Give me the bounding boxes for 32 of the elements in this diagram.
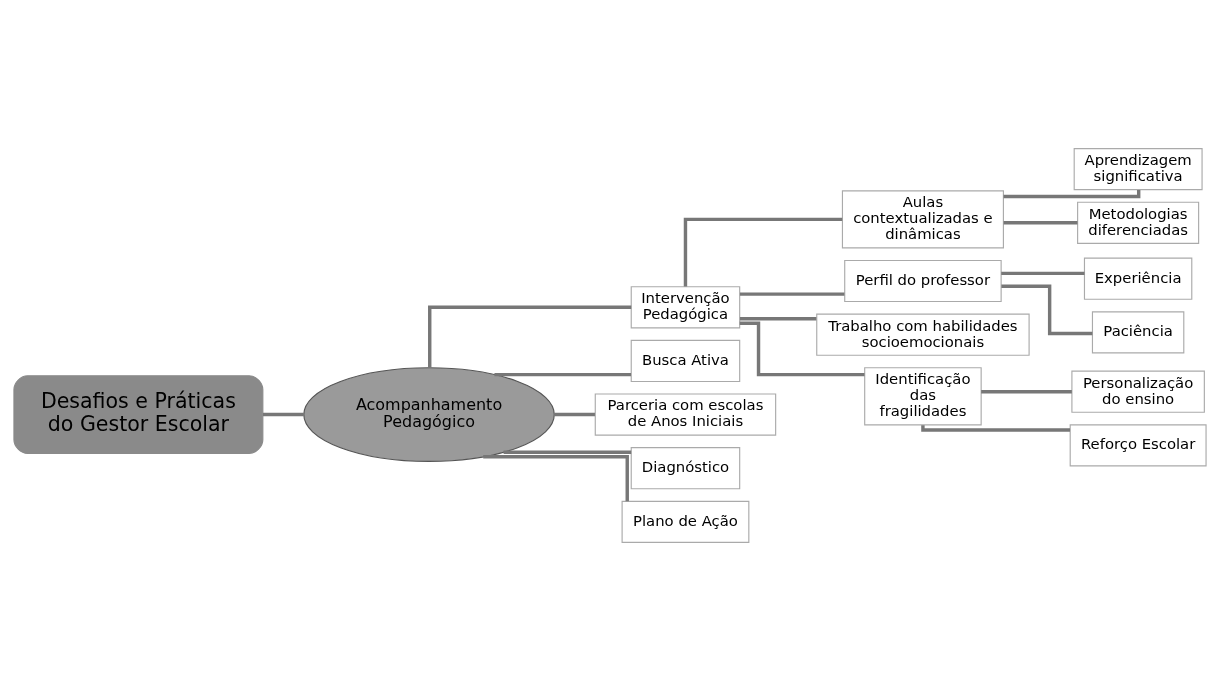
node-box: Diagnóstico	[630, 446, 741, 489]
connector	[554, 412, 595, 416]
connector	[683, 217, 843, 286]
connector	[739, 321, 865, 376]
node-box: Plano de Ação	[621, 500, 750, 543]
connector	[739, 291, 845, 296]
node-box: Personalização do ensino	[1071, 370, 1205, 413]
node-box: Reforço Escolar	[1069, 423, 1207, 466]
node-box: Intervenção Pedagógica	[630, 285, 741, 328]
node-box: Busca Ativa	[630, 339, 741, 382]
connector	[483, 454, 629, 501]
node-box: Identificação das fragilidades	[864, 366, 982, 425]
node-box: Desafios e Práticas do Gestor Escolar	[13, 374, 264, 454]
connector	[503, 450, 632, 454]
node-box: Aulas contextualizadas e dinâmicas	[841, 189, 1004, 248]
connector	[494, 372, 632, 376]
connector	[262, 412, 304, 416]
connector	[1001, 284, 1093, 335]
node-box: Paciência	[1091, 310, 1185, 353]
connector	[1001, 271, 1085, 275]
node-box: Aprendizagem significativa	[1073, 147, 1203, 190]
node-box: Trabalho com habilidades socioemocionais	[816, 313, 1030, 356]
connector	[981, 389, 1072, 393]
node-box: Parceria com escolas de Anos Iniciais	[594, 392, 777, 436]
connector	[1003, 220, 1078, 224]
connector	[1003, 189, 1141, 198]
node-box: Experiência	[1083, 257, 1193, 300]
node-ellipse: Acompanhamento Pedagógico	[303, 366, 555, 462]
connector	[739, 316, 817, 320]
node-box: Perfil do professor	[844, 259, 1002, 302]
node-box: Metodologias diferenciadas	[1077, 201, 1200, 244]
connector	[428, 305, 632, 367]
